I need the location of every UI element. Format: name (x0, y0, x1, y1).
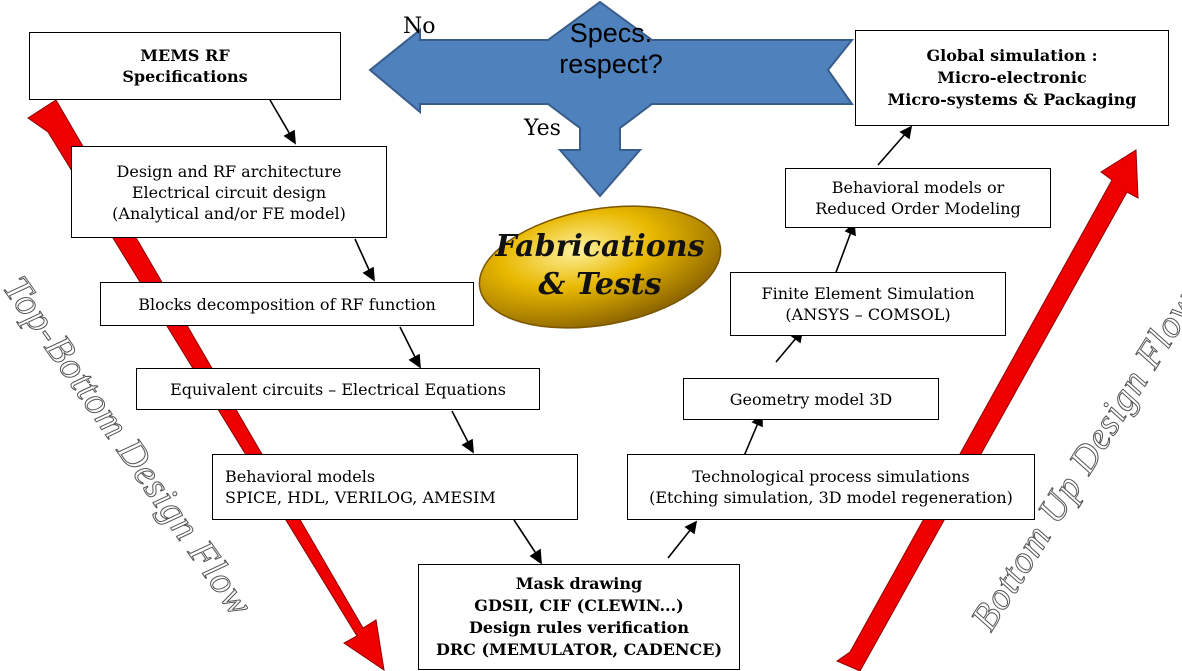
global-line-2: Micro-electronic (937, 68, 1087, 87)
behav-left-line-1: Behavioral models (225, 467, 376, 486)
behavioral-models-right-box: Behavioral models or Reduced Order Model… (785, 168, 1051, 228)
geometry-model-box: Geometry model 3D (683, 378, 939, 420)
fabrication-label: Fabrications & Tests (490, 228, 710, 304)
mask-line-4: DRC (MEMULATOR, CADENCE) (435, 640, 723, 659)
mask-line-1: Mask drawing (515, 574, 643, 593)
behav-right-line-1: Behavioral models or (831, 178, 1005, 197)
finite-element-simulation-box: Finite Element Simulation (ANSYS – COMSO… (730, 272, 1006, 336)
fem-line-2: (ANSYS – COMSOL) (785, 305, 951, 324)
connector-arrows (269, 99, 913, 565)
mems-line-1: MEMS RF (140, 46, 230, 65)
behavioral-models-left-box: Behavioral models SPICE, HDL, VERILOG, A… (212, 454, 578, 520)
design-line-1: Design and RF architecture (116, 161, 342, 181)
behav-left-line-2: SPICE, HDL, VERILOG, AMESIM (225, 488, 496, 507)
equivalent-circuits-box: Equivalent circuits – Electrical Equatio… (136, 368, 540, 410)
equiv-line-1: Equivalent circuits – Electrical Equatio… (170, 379, 506, 399)
fabrication-ellipse (478, 205, 722, 329)
mask-line-2: GDSII, CIF (CLEWIN...) (474, 596, 684, 615)
decision-line-1: Specs. (569, 18, 653, 48)
yes-label: Yes (524, 116, 561, 141)
decision-arrow (368, 0, 855, 198)
fabrication-line-2: & Tests (538, 267, 662, 302)
mask-drawing-box: Mask drawing GDSII, CIF (CLEWIN...) Desi… (418, 564, 740, 670)
techno-line-1: Technological process simulations (692, 467, 970, 486)
blocks-line-1: Blocks decomposition of RF function (138, 294, 436, 314)
geometry-line-1: Geometry model 3D (729, 389, 893, 409)
fabrication-line-1: Fabrications (495, 229, 705, 264)
techno-line-2: (Etching simulation, 3D model regenerati… (649, 488, 1013, 507)
global-simulation-box: Global simulation : Micro-electronic Mic… (855, 30, 1169, 126)
design-line-2: Electrical circuit design (131, 182, 327, 202)
global-line-1: Global simulation : (926, 46, 1098, 65)
global-line-3: Micro-systems & Packaging (887, 90, 1137, 109)
design-line-3: (Analytical and/or FE model) (112, 203, 346, 223)
mask-line-3: Design rules verification (469, 618, 689, 637)
behav-right-line-2: Reduced Order Modeling (815, 199, 1021, 218)
blocks-decomposition-box: Blocks decomposition of RF function (100, 282, 474, 326)
decision-question: Specs. respect? (540, 18, 682, 80)
design-rf-architecture-box: Design and RF architecture Electrical ci… (71, 146, 387, 238)
mems-line-2: Specifications (122, 67, 248, 86)
mems-rf-specifications-box: MEMS RF Specifications (29, 32, 341, 100)
technological-process-box: Technological process simulations (Etchi… (627, 454, 1035, 520)
decision-line-2: respect? (559, 49, 663, 79)
fem-line-1: Finite Element Simulation (761, 284, 975, 303)
no-label: No (403, 14, 436, 39)
